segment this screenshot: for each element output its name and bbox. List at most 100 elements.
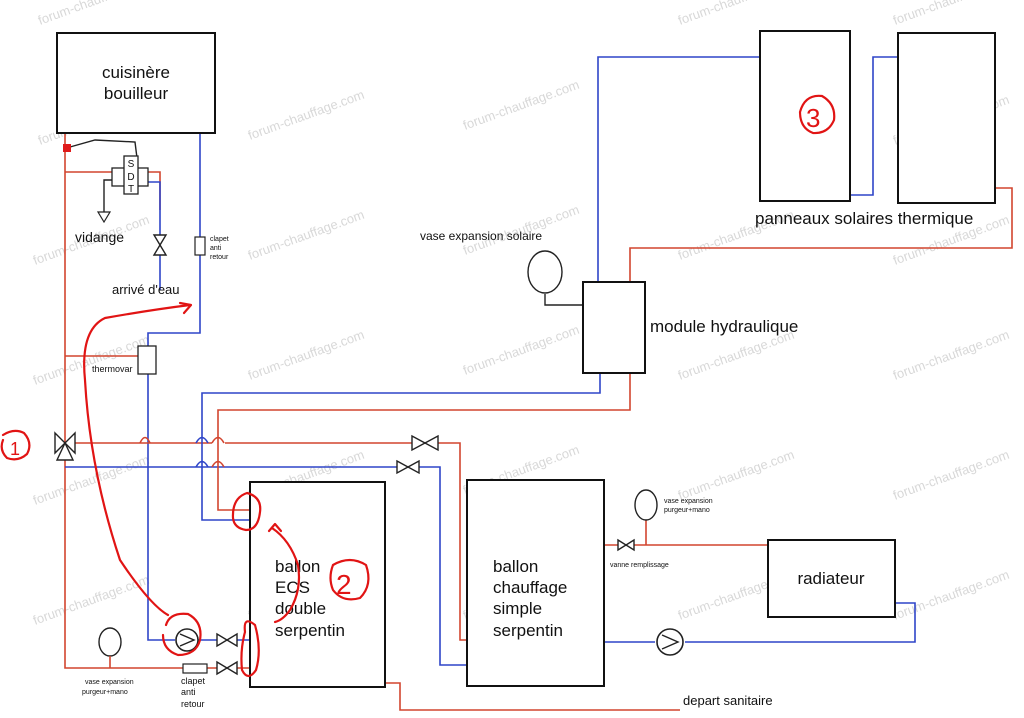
valve-icon xyxy=(55,441,75,461)
module-label: module hydraulique xyxy=(650,317,798,336)
hot-pipe xyxy=(225,442,467,641)
arrive-eau-label: arrivé d'eau xyxy=(112,282,180,297)
depart-sanitaire-label: depart sanitaire xyxy=(683,693,773,708)
hot-pipe xyxy=(148,171,161,210)
hand-annotations: 1 2 3 xyxy=(0,94,836,678)
vase-left-label: purgeur+mano xyxy=(82,689,128,696)
clapet-anti-retour-bottom: clapet anti retour xyxy=(181,663,208,709)
watermark: forum-chauffage.com xyxy=(246,207,366,263)
panels-label: panneaux solaires thermique xyxy=(755,209,973,228)
valve-icon xyxy=(396,459,410,475)
hot-pipe xyxy=(64,133,250,669)
watermark: forum-chauffage.com xyxy=(891,567,1011,623)
valve-icon xyxy=(54,431,66,455)
annotation-three: 3 xyxy=(806,103,820,133)
chauffage-label: chauffage xyxy=(493,578,567,597)
hot-pipe xyxy=(217,373,631,511)
watermark: forum-chauffage.com xyxy=(891,447,1011,503)
sdt-letter: T xyxy=(128,184,134,195)
cold-pipe xyxy=(148,181,161,235)
annotation-one: 1 xyxy=(10,439,20,459)
valve-icon xyxy=(216,660,229,676)
drain-pipe xyxy=(103,179,112,212)
valve-icon xyxy=(225,632,238,648)
cold-pipe xyxy=(148,466,467,666)
vase-expansion-solaire: vase expansion solaire xyxy=(420,229,563,294)
clapet-label: clapet xyxy=(210,236,229,243)
vidange-label: vidange xyxy=(75,229,124,245)
thermovar-icon xyxy=(137,345,157,375)
hot-pipe xyxy=(629,187,1013,282)
thermovar-label: thermovar xyxy=(92,364,133,374)
valve-icon xyxy=(624,538,635,552)
valve-icon xyxy=(406,459,420,475)
hot-pipe xyxy=(385,682,680,711)
vanne-remplissage: vanne remplissage xyxy=(610,538,669,569)
vase-left-label: vase expansion xyxy=(85,679,134,686)
vanne-remplissage-label: vanne remplissage xyxy=(610,562,669,569)
sdt-letter: D xyxy=(127,172,134,183)
sensor-wire xyxy=(69,139,138,159)
circulation-pump-left xyxy=(175,628,199,652)
cold-pipe xyxy=(147,133,201,641)
valve-red-line xyxy=(411,434,439,452)
clapet-anti-retour-top: clapet anti retour xyxy=(194,236,229,261)
valve-icon xyxy=(617,538,628,552)
ballon-chauffage: ballon chauffage simple serpentin xyxy=(466,479,605,687)
radiateur: radiateur xyxy=(767,539,896,618)
watermark: forum-chauffage.com xyxy=(891,0,1011,28)
ecs-label: ECS xyxy=(275,578,310,597)
vase-right-label: vase expansion xyxy=(664,498,713,505)
three-way-valve xyxy=(54,431,76,461)
clapet-label: retour xyxy=(210,254,229,261)
watermark: forum-chauffage.com xyxy=(676,0,796,28)
vase-expansion-left: vase expansion purgeur+mano xyxy=(82,627,134,696)
expansion-vessel-icon xyxy=(98,627,122,657)
valve-ecs-bottom xyxy=(216,632,238,676)
valve-icon xyxy=(411,434,427,452)
clapet-bottom-label: anti xyxy=(181,687,196,697)
cold-pipe xyxy=(201,373,601,521)
cold-pipe xyxy=(597,56,760,282)
sensor-icon xyxy=(63,144,71,152)
cuisiniere-label: bouilleur xyxy=(104,84,169,103)
module-hydraulique: module hydraulique xyxy=(582,281,798,374)
thermovar: thermovar xyxy=(92,345,157,375)
watermark: forum-chauffage.com xyxy=(461,322,581,378)
watermark: forum-chauffage.com xyxy=(36,0,156,28)
watermark: forum-chauffage.com xyxy=(31,332,151,388)
valve-blue-line xyxy=(396,459,420,475)
watermark: forum-chauffage.com xyxy=(676,447,796,503)
expansion-link xyxy=(544,294,583,306)
sdt-valve: S D T xyxy=(111,155,149,195)
valve-icon xyxy=(152,234,168,247)
cuisiniere-bouilleur: cuisinère bouilleur xyxy=(56,32,216,152)
clapet-label: anti xyxy=(210,245,222,252)
chauffage-label: simple xyxy=(493,599,542,618)
sdt-letter: S xyxy=(128,159,135,170)
vase-right-label: purgeur+mano xyxy=(664,507,710,514)
vidange: vidange xyxy=(75,211,124,245)
valve-icon xyxy=(423,434,439,452)
expansion-vessel-icon xyxy=(634,489,658,521)
pipe-crossings xyxy=(139,436,225,468)
drain-arrow-icon xyxy=(96,211,112,224)
watermark: forum-chauffage.com xyxy=(246,327,366,383)
watermark: forum-chauffage.com xyxy=(31,452,151,508)
check-valve-icon xyxy=(182,663,208,674)
cuisiniere-label: cuisinère xyxy=(102,63,170,82)
ecs-label: double xyxy=(275,599,326,618)
watermark: forum-chauffage.com xyxy=(461,77,581,133)
watermark: forum-chauffage.com xyxy=(246,87,366,143)
water-inlet-valve: arrivé d'eau xyxy=(112,234,180,297)
ecs-label: serpentin xyxy=(275,621,345,640)
chauffage-label: ballon xyxy=(493,557,538,576)
vase-solaire-label: vase expansion solaire xyxy=(420,229,542,243)
cold-pipe xyxy=(685,602,916,643)
cold-pipe xyxy=(850,56,898,196)
vase-expansion-right: vase expansion purgeur+mano xyxy=(634,489,713,521)
solar-panels: panneaux solaires thermique xyxy=(755,30,996,228)
valve-icon xyxy=(225,660,238,676)
clapet-bottom-label: retour xyxy=(181,699,205,709)
